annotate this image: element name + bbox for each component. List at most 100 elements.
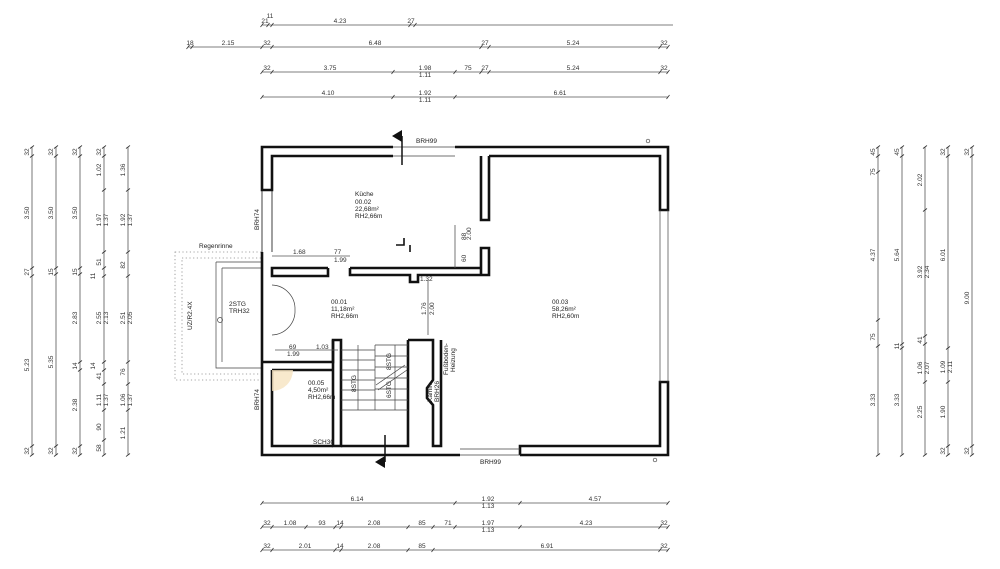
dimension-tick xyxy=(260,94,264,100)
dimension-label: 6.48 xyxy=(369,40,382,47)
dimension-tick xyxy=(125,408,131,412)
dimension-tick xyxy=(29,274,35,278)
dimension-tick xyxy=(29,145,35,149)
dimension-label: 1.06 xyxy=(917,361,924,374)
dimension-tick xyxy=(333,547,337,553)
dimension-tick xyxy=(29,266,35,270)
dimension-tick xyxy=(53,272,59,276)
dimension-tick xyxy=(270,547,274,553)
dimension-tick xyxy=(969,145,975,149)
dimension-label: 41 xyxy=(96,372,103,380)
dimension-tick xyxy=(29,453,35,457)
dimension-label: 2.08 xyxy=(368,520,381,527)
dimension-label: 2.07 xyxy=(924,361,931,374)
dimension-label: 18 xyxy=(186,40,194,47)
dimension-label: 1.36 xyxy=(120,163,127,176)
dimension-label: 1.21 xyxy=(120,426,127,439)
dimension-label: 32 xyxy=(660,543,668,550)
dimension-label: 1.11 xyxy=(419,72,432,79)
room-area: 4,50m² xyxy=(308,387,329,394)
inner-dimension: 2.00 xyxy=(429,302,436,315)
doors xyxy=(271,284,296,391)
dimension-label: 21 xyxy=(261,18,269,25)
room-name: Küche xyxy=(355,191,374,198)
dimension-tick xyxy=(899,154,905,158)
inner-dimension: 2.00 xyxy=(466,227,473,240)
dimension-label: 32 xyxy=(24,447,31,455)
dimension-label: 32 xyxy=(48,447,55,455)
dimension-tick xyxy=(29,444,35,448)
dimension-tick xyxy=(53,453,59,457)
dimension-label: 93 xyxy=(318,520,326,527)
dimension-tick xyxy=(875,170,881,174)
dimension-label: 1.37 xyxy=(103,213,110,226)
dimension-tick xyxy=(101,266,107,270)
dimension-label: 3.33 xyxy=(870,393,877,406)
dimension-label: 14 xyxy=(336,520,344,527)
window-label-left-lower: BRH74 xyxy=(254,389,261,410)
dimension-tick xyxy=(77,154,83,158)
dimension-tick xyxy=(270,44,274,50)
dimension-label: 4.23 xyxy=(334,18,347,25)
dimension-tick xyxy=(413,22,417,28)
dimension-tick xyxy=(666,69,670,75)
gutter-label: Regenrinne xyxy=(199,243,233,250)
dimension-tick xyxy=(408,22,412,28)
dimension-label: 3.92 xyxy=(917,265,924,278)
heating-label-2: Heizung xyxy=(450,348,457,372)
dimension-label: 4.10 xyxy=(322,90,335,97)
exterior-mark: UZ/R2.4X xyxy=(187,301,194,330)
dimension-tick xyxy=(190,44,194,50)
dimension-tick xyxy=(487,44,491,50)
dimension-label: 1.97 xyxy=(482,520,495,527)
dimension-tick xyxy=(101,368,107,372)
dimension-tick xyxy=(479,69,483,75)
dimension-label: 6.14 xyxy=(351,496,364,503)
dimension-label: 32 xyxy=(660,65,668,72)
dimension-label: 3.50 xyxy=(48,206,55,219)
dimension-tick xyxy=(101,274,107,278)
room-00-03: 00.03 58,26m² RH2,60m xyxy=(552,299,579,320)
annotations: BRH99 BRH99 BRH74 BRH74 Regenrinne 2STG … xyxy=(187,138,501,466)
dimension-tick xyxy=(406,524,410,530)
dimension-label: 1.90 xyxy=(940,405,947,418)
dimension-label: 2.51 xyxy=(120,311,127,324)
dimension-tick xyxy=(431,547,435,553)
dimension-label: 1.06 xyxy=(120,393,127,406)
dimension-label: 14 xyxy=(336,543,344,550)
dimension-tick xyxy=(945,154,951,158)
dimension-tick xyxy=(945,444,951,448)
inner-dimension: 60 xyxy=(461,254,468,262)
dimension-tick xyxy=(101,250,107,254)
dimension-tick xyxy=(77,360,83,364)
dimension-label: 85 xyxy=(418,520,426,527)
dimension-tick xyxy=(969,453,975,457)
dimension-label: 75 xyxy=(870,333,877,341)
dimension-tick xyxy=(875,453,881,457)
dimension-label: 32 xyxy=(48,148,55,156)
dimension-label: 6.61 xyxy=(554,90,567,97)
dimension-label: 2.01 xyxy=(299,543,312,550)
inner-dimension: 1.68 xyxy=(293,249,306,256)
downpipe-icons xyxy=(645,138,658,463)
dimension-tick xyxy=(479,44,483,50)
dimension-label: 1.11 xyxy=(419,97,432,104)
dimension-tick xyxy=(658,44,662,50)
dimension-label: 27 xyxy=(407,18,415,25)
dimension-label: 5.23 xyxy=(24,358,31,371)
dimension-tick xyxy=(875,154,881,158)
dimension-tick xyxy=(406,547,410,553)
room-height: RH2,66m xyxy=(355,213,382,220)
window-label-top: BRH99 xyxy=(416,138,437,145)
dimension-label: 2.83 xyxy=(72,311,79,324)
dimension-tick xyxy=(101,360,107,364)
dimension-tick xyxy=(922,145,928,149)
dimension-label: 1.11 xyxy=(96,394,103,407)
dimension-label: 1.02 xyxy=(96,163,103,176)
inner-dimensions: 1.68 77 1.99 88 2.00 60 1.32 1.76 2.00 6… xyxy=(272,225,473,358)
inner-dimension: 88 xyxy=(461,232,468,240)
room-number: 00.03 xyxy=(552,299,569,306)
stair-label: 8STG xyxy=(351,375,358,392)
dimension-tick xyxy=(945,346,951,350)
